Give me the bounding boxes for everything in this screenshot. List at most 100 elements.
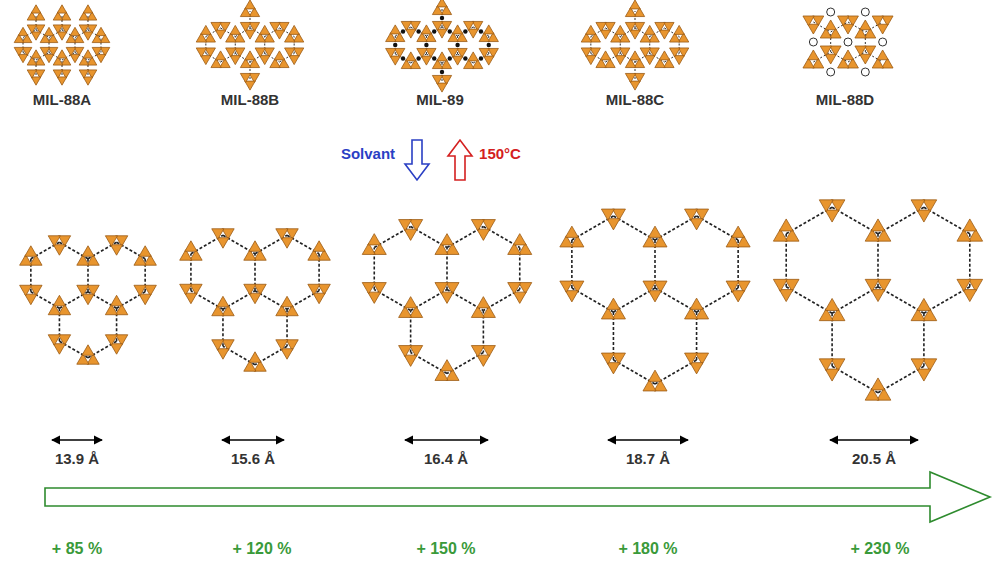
octahedron <box>249 352 261 363</box>
linker <box>786 207 832 234</box>
octahedron <box>105 236 117 247</box>
octahedron <box>417 48 427 57</box>
octahedron <box>57 50 67 58</box>
framework <box>362 220 532 381</box>
octahedron <box>25 294 37 305</box>
octahedron <box>452 25 462 34</box>
octahedron <box>83 50 93 58</box>
structure-name: MIL-88D <box>816 92 874 109</box>
octahedron <box>240 73 250 82</box>
octahedron <box>860 20 871 30</box>
octahedron <box>226 48 236 57</box>
framework <box>180 229 331 371</box>
octahedron <box>70 54 80 62</box>
structure-name: MIL-89 <box>416 92 464 109</box>
linker-atom <box>448 56 452 60</box>
pore-size: 13.9 Å <box>55 451 99 468</box>
linker <box>832 207 878 234</box>
octahedron <box>111 245 123 256</box>
swelling-percent: + 120 % <box>232 540 291 558</box>
octahedron <box>917 298 931 310</box>
octahedron <box>31 32 41 40</box>
octahedron <box>803 16 814 26</box>
octahedron <box>640 48 650 57</box>
octahedron <box>448 48 458 57</box>
octahedron <box>83 32 93 40</box>
linker <box>878 366 924 393</box>
octahedron <box>386 48 396 57</box>
linker <box>36 60 37 75</box>
linker <box>74 38 75 53</box>
linker <box>785 234 787 287</box>
linker <box>831 313 833 366</box>
octahedron <box>18 54 28 62</box>
octahedron <box>877 24 888 34</box>
octahedron <box>281 238 293 249</box>
swelling-percent: + 150 % <box>416 540 475 558</box>
octahedron <box>468 52 478 61</box>
octahedron <box>105 335 117 346</box>
octahedron <box>471 346 484 357</box>
linker <box>969 234 971 287</box>
octahedron <box>390 56 400 65</box>
octahedron <box>825 298 839 310</box>
octahedron <box>212 229 224 240</box>
octahedron <box>600 30 610 39</box>
octahedron <box>437 0 447 7</box>
octahedron <box>57 77 67 85</box>
octahedron <box>432 21 442 30</box>
trend-arrow <box>45 472 990 522</box>
octahedron <box>230 25 240 34</box>
octahedron <box>362 283 375 294</box>
packed-structure <box>386 0 499 92</box>
swelling-percent: + 85 % <box>52 540 102 558</box>
octahedron <box>808 50 819 60</box>
linker <box>620 37 621 54</box>
linker <box>235 37 236 54</box>
octahedron <box>479 48 489 57</box>
ring <box>827 8 835 16</box>
octahedron <box>649 291 662 302</box>
octahedron <box>963 290 977 302</box>
octahedron <box>643 281 656 292</box>
octahedron <box>625 22 635 31</box>
octahedron <box>79 25 89 33</box>
linker <box>877 234 879 287</box>
octahedron <box>390 25 400 34</box>
octahedron <box>615 56 625 65</box>
octahedron <box>441 234 454 245</box>
octahedron <box>230 56 240 65</box>
linker <box>924 287 970 314</box>
octahedron <box>441 360 454 371</box>
octahedron <box>484 56 494 65</box>
linker <box>635 62 636 79</box>
octahedron <box>586 25 596 34</box>
octahedron <box>917 210 931 222</box>
linker <box>878 287 924 314</box>
linker-atom <box>440 70 444 74</box>
linker-atom <box>401 29 405 33</box>
octahedron <box>659 30 669 39</box>
linker <box>832 287 878 314</box>
pore-size: 20.5 Å <box>852 451 896 468</box>
octahedron <box>82 345 94 356</box>
octahedron <box>281 296 293 307</box>
octahedron <box>842 50 853 60</box>
octahedron <box>77 285 89 296</box>
linker-atom <box>432 29 436 33</box>
octahedron <box>825 20 836 30</box>
octahedron <box>871 219 885 231</box>
octahedron <box>437 83 447 92</box>
linker-atom <box>424 43 428 47</box>
linker-atom <box>479 56 483 60</box>
octahedron <box>600 51 610 60</box>
octahedron <box>211 22 221 31</box>
linker <box>649 37 650 54</box>
octahedron <box>871 290 885 302</box>
structure-name: MIL-88C <box>606 92 664 109</box>
octahedron <box>180 284 192 295</box>
ring <box>844 38 852 46</box>
structure-name: MIL-88A <box>33 92 91 109</box>
octahedron <box>779 290 793 302</box>
octahedron <box>825 369 839 381</box>
